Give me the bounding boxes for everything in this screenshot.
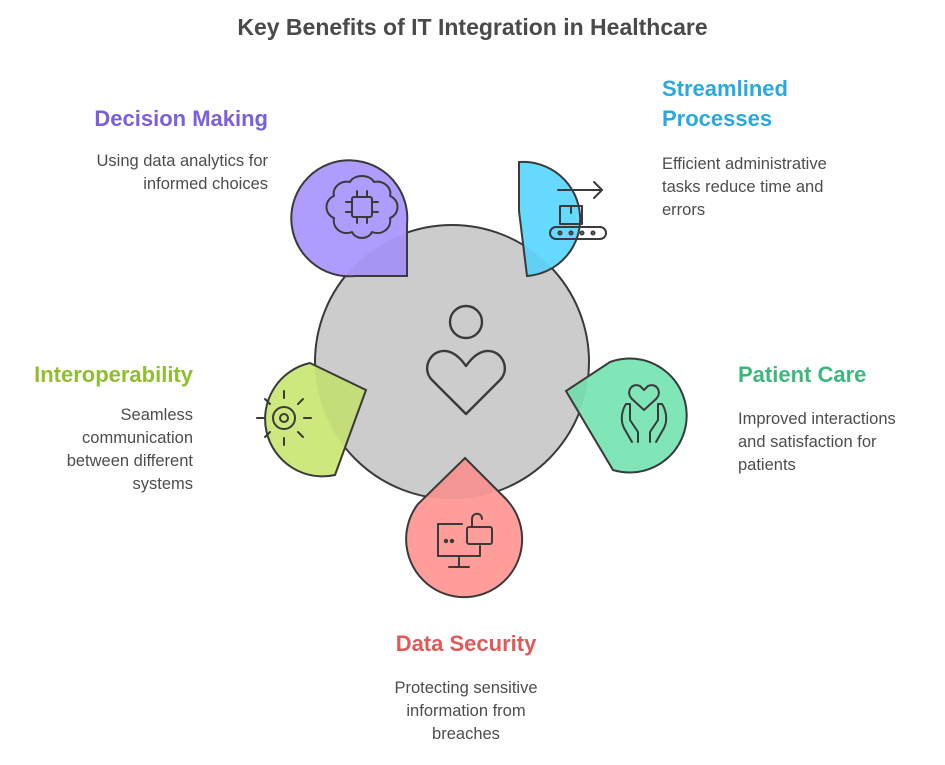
patient-heading: Patient Care xyxy=(738,362,867,387)
petal-security xyxy=(405,456,524,599)
security-heading: Data Security xyxy=(395,631,537,656)
brain-chip-icon xyxy=(325,175,399,239)
decision-description: Using data analytics for informed choice… xyxy=(96,152,268,193)
patient-description: Improved interactions and satisfaction f… xyxy=(738,410,896,474)
decision-heading: Decision Making xyxy=(94,106,268,131)
interop-heading: Interoperability xyxy=(34,362,193,387)
gear-sun-icon xyxy=(256,390,312,446)
streamlined-heading: Streamlined Processes xyxy=(662,76,788,131)
streamlined-description: Efficient administrative tasks reduce ti… xyxy=(662,155,827,219)
petal-decision xyxy=(290,159,409,278)
security-description: Protecting sensitive information from br… xyxy=(394,679,538,743)
hands-heart-icon xyxy=(620,384,668,443)
conveyor-belt-icon xyxy=(549,181,607,240)
person-heart-icon xyxy=(426,304,506,416)
monitor-lock-icon xyxy=(437,512,493,568)
petal-interop xyxy=(264,361,368,478)
diagram-title: Key Benefits of IT Integration in Health… xyxy=(237,14,708,40)
interop-description: Seamless communication between different… xyxy=(66,406,193,493)
